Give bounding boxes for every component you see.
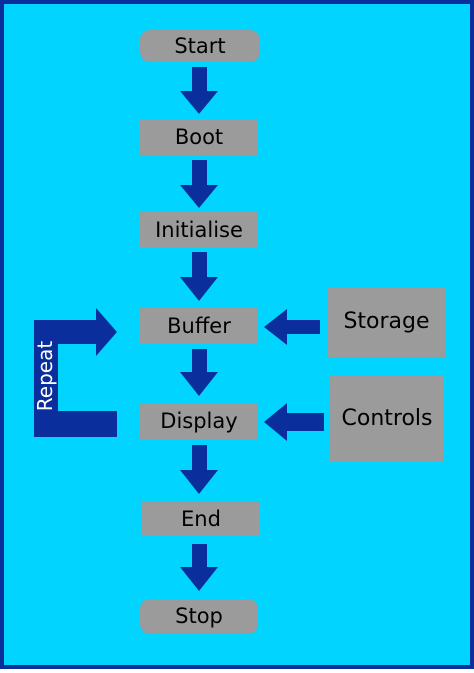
repeat-loop-arrow <box>34 308 117 437</box>
arrow-controls-to-display <box>264 403 324 441</box>
node-start: Start <box>140 30 260 62</box>
node-stop: Stop <box>140 599 258 634</box>
node-controls: Controls <box>330 375 444 462</box>
arrow-initialise-to-buffer <box>180 252 218 301</box>
node-boot-label: Boot <box>174 124 224 149</box>
node-storage: Storage <box>327 287 446 357</box>
arrow-start-to-boot <box>180 67 218 114</box>
node-buffer-label: Buffer <box>167 313 231 338</box>
node-stop-label: Stop <box>175 604 223 628</box>
arrow-buffer-to-display <box>180 349 218 396</box>
node-start-label: Start <box>174 33 226 58</box>
arrow-display-to-end <box>180 445 218 494</box>
node-display-label: Display <box>160 408 238 433</box>
node-buffer: Buffer <box>140 308 258 344</box>
node-storage-label: Storage <box>343 309 430 334</box>
arrow-boot-to-initialise <box>180 160 218 208</box>
node-initialise: Initialise <box>140 212 258 248</box>
node-end: End <box>142 502 260 536</box>
node-display: Display <box>140 403 258 439</box>
node-controls-label: Controls <box>341 405 433 431</box>
node-boot: Boot <box>140 119 258 155</box>
node-initialise-label: Initialise <box>155 217 243 242</box>
node-end-label: End <box>181 506 221 531</box>
arrows-layer <box>34 67 324 591</box>
repeat-label: Repeat <box>33 340 57 412</box>
arrow-storage-to-buffer <box>264 309 320 345</box>
arrow-end-to-stop <box>180 544 218 591</box>
